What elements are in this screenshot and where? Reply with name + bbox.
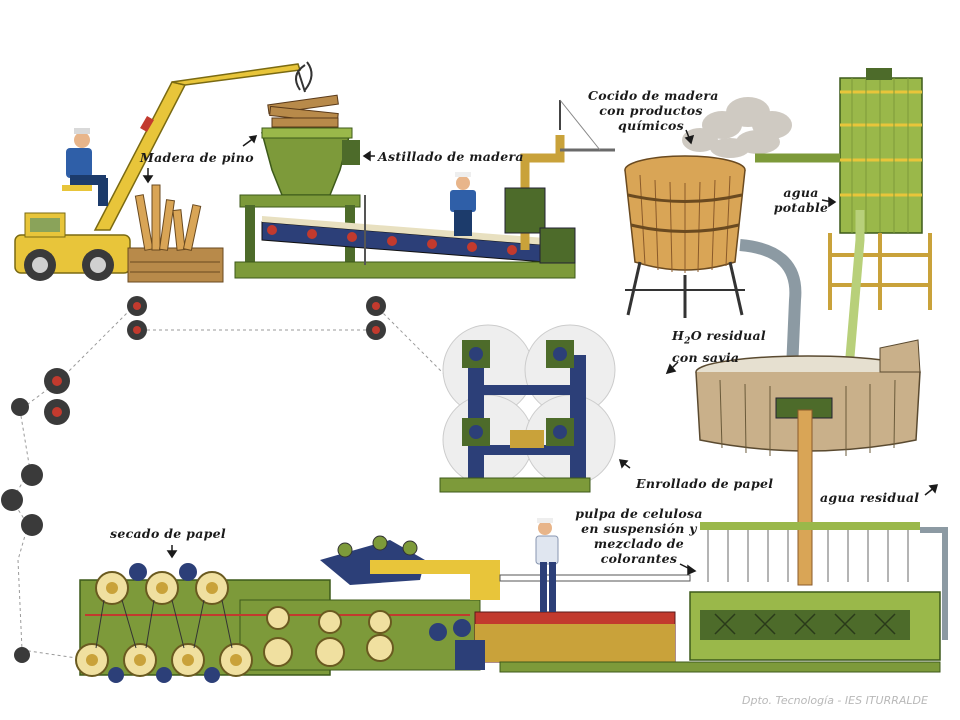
label-cocido-line2: con productos	[599, 103, 703, 118]
pine-logs	[127, 184, 224, 283]
label-h2o-h: H	[672, 328, 685, 343]
pipe-valve	[504, 99, 615, 264]
water-tower	[755, 68, 932, 381]
wood-chipper	[234, 127, 576, 279]
label-pulpa-de-celulosa: pulpa de celulosa en suspensión y mezcla…	[572, 506, 706, 566]
guide-rollers	[1, 296, 386, 663]
dryer-rollers	[75, 535, 471, 683]
label-pulpa-line1: pulpa de celulosa	[575, 506, 703, 521]
label-agua-potable-line1: agua	[783, 185, 819, 200]
label-h2o-line1: H2O residual	[672, 328, 766, 350]
label-agua-residual: agua residual	[820, 490, 920, 505]
digester-tank	[624, 155, 746, 318]
crane-truck	[14, 61, 313, 281]
pulp-vat	[695, 339, 921, 586]
label-con-savia: con savia	[672, 349, 740, 365]
label-pulpa-line3: mezclado de	[593, 536, 685, 551]
steam-cloud	[682, 97, 792, 158]
label-h2o-rest: O residual	[690, 328, 766, 343]
worker-machine	[535, 518, 559, 612]
label-madera-de-pino: Madera de pino	[140, 150, 254, 165]
label-arrows	[142, 129, 939, 576]
paper-web-path	[11, 304, 451, 661]
label-agua-potable: agua potable	[772, 185, 830, 215]
label-agua-potable-line2: potable	[773, 200, 829, 215]
label-pulpa-line2: en suspensión y	[581, 521, 697, 536]
label-astillado-de-madera: Astillado de madera	[378, 149, 524, 164]
label-secado-de-papel: secado de papel	[110, 526, 226, 541]
credit-text: Dpto. Tecnología - IES ITURRALDE	[742, 694, 928, 707]
label-h2o-subscript: 2	[684, 336, 691, 347]
label-pulpa-line4: colorantes	[600, 551, 678, 566]
logs-in-grab	[267, 94, 339, 128]
label-h2o-residual: H2O residual con savia	[672, 328, 766, 365]
paper-winder	[439, 324, 616, 493]
label-cocido-de-madera: Cocido de madera con productos químicos	[588, 88, 719, 133]
label-enrollado-de-papel: Enrollado de papel	[636, 476, 774, 491]
residual-pipe	[739, 239, 802, 371]
label-cocido-line3: químicos	[618, 118, 684, 133]
worker-chipper	[450, 172, 476, 236]
label-cocido-line1: Cocido de madera	[588, 88, 719, 103]
